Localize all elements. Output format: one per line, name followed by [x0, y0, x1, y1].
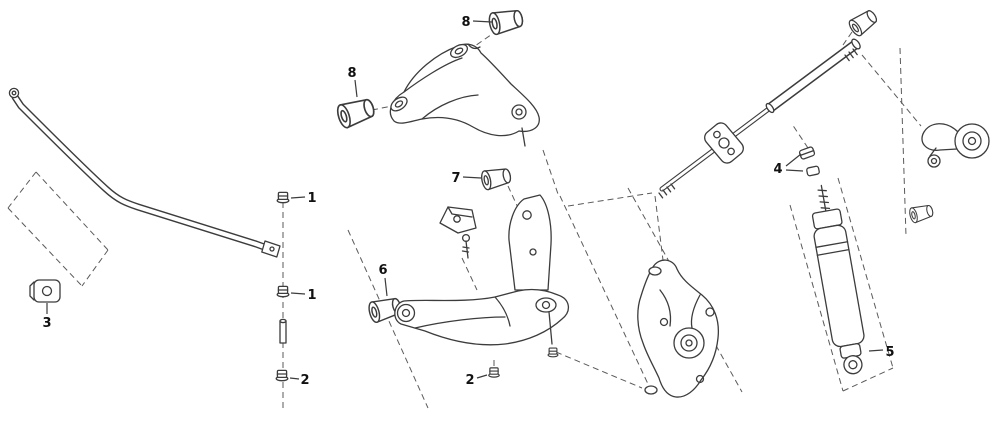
link-nut-lower [276, 285, 290, 298]
callout-labels: 8 8 7 1 1 2 2 3 6 4 5 [42, 15, 894, 388]
callout-5: 5 [885, 345, 894, 360]
stabilizer-bar [8, 87, 281, 258]
ball-joint-nut [547, 347, 559, 358]
callout-7: 7 [451, 171, 460, 186]
callout-4: 4 [773, 162, 782, 177]
shock-absorber [811, 184, 865, 375]
bump-stop-bracket [439, 206, 477, 259]
link-nut-upper [276, 191, 290, 204]
callout-8-left: 8 [347, 66, 356, 81]
anchor-bushing [907, 202, 935, 225]
torsion-bar-bushing [846, 6, 881, 39]
callout-2-left: 2 [300, 373, 309, 388]
link-spacer [279, 318, 287, 344]
callout-6: 6 [378, 263, 387, 278]
upper-control-arm [389, 43, 540, 147]
upper-arm-bushing-left [334, 94, 378, 130]
link-bolt-nut [275, 369, 289, 382]
assembly-guide-lines [7, 29, 922, 412]
torsion-anchor-plate [704, 122, 744, 164]
retainer-parts [798, 146, 820, 177]
callout-1-upper: 1 [307, 191, 316, 206]
stabilizer-link-hardware [275, 191, 290, 382]
steering-knuckle [637, 259, 720, 398]
upper-arm-front-bushing [479, 165, 513, 192]
stabilizer-bushing [29, 279, 61, 303]
callout-3: 3 [42, 316, 51, 331]
upper-arm-bushing-top [486, 6, 526, 37]
callout-1-lower: 1 [307, 288, 316, 303]
lock-washer [927, 154, 941, 168]
lower-control-arm [394, 194, 569, 358]
callout-leaders [46, 20, 884, 380]
callout-8-top: 8 [461, 15, 470, 30]
callout-2-mid: 2 [465, 373, 474, 388]
torsion-bar [658, 38, 861, 199]
lower-arm-bolt-nut [488, 367, 500, 378]
torsion-anchor-arm [921, 123, 990, 159]
